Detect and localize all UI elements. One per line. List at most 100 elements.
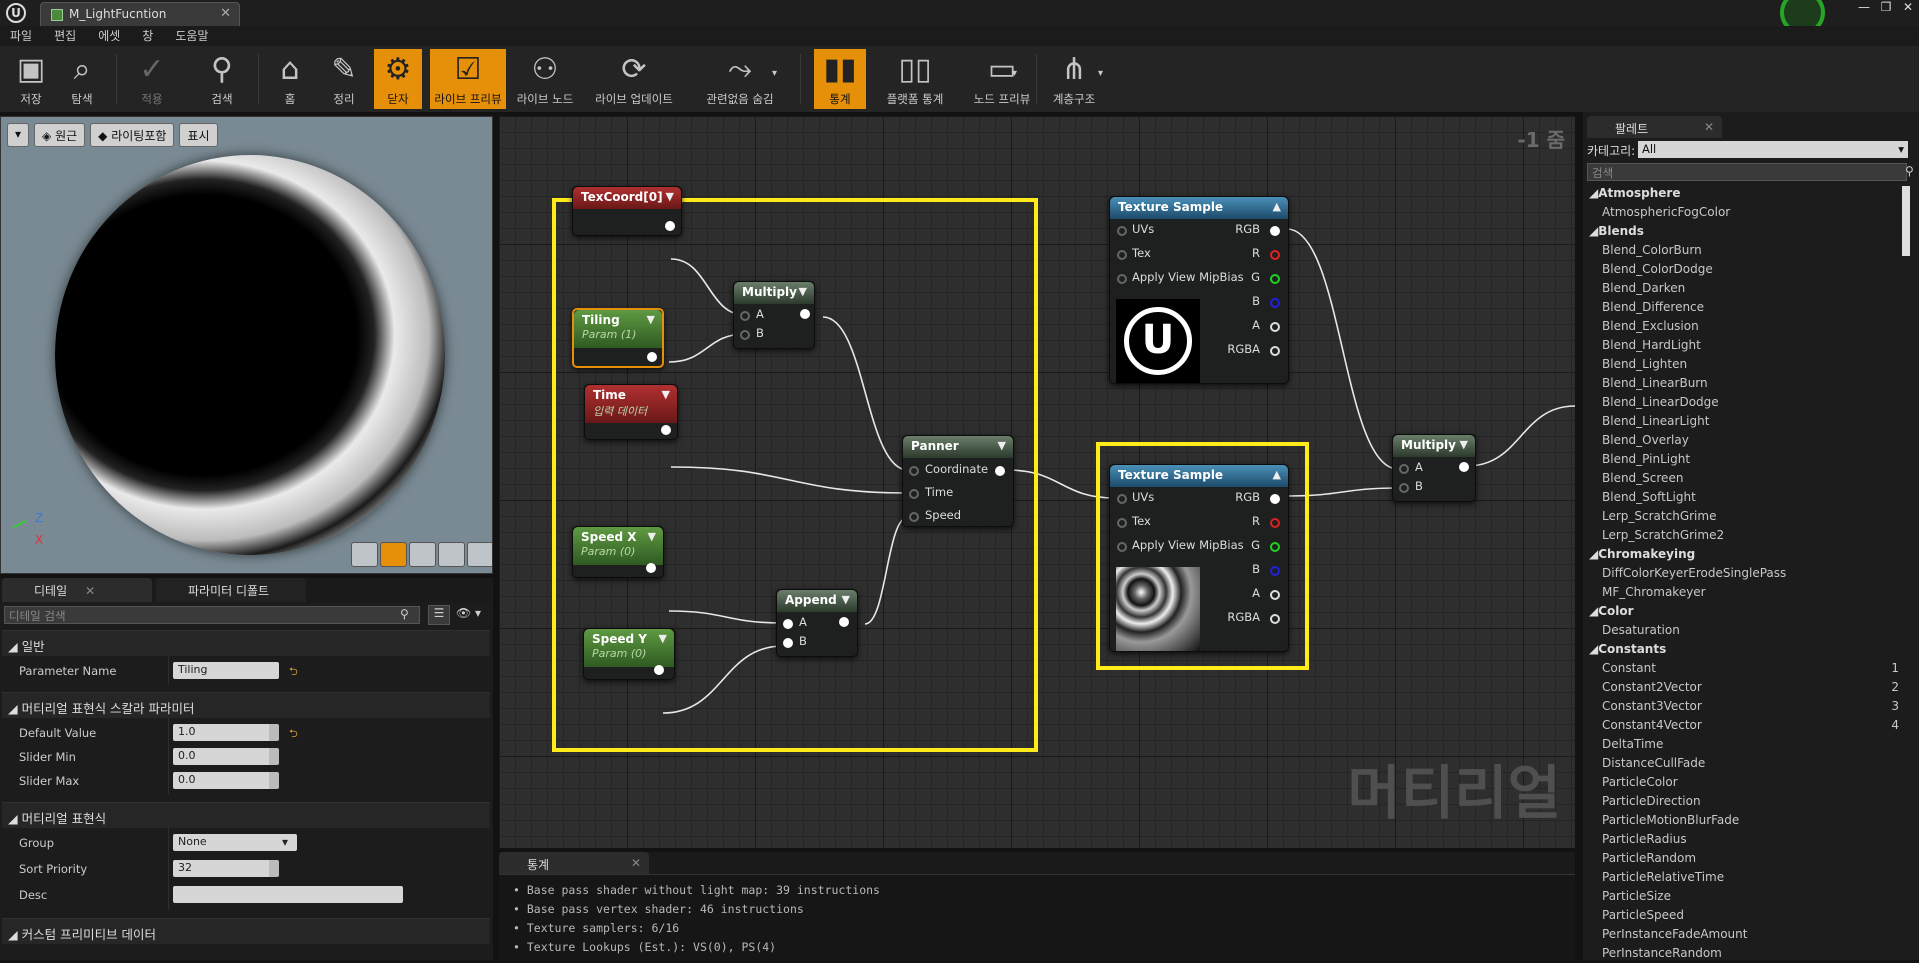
close-tab-icon[interactable]: ✕	[630, 856, 641, 870]
pin[interactable]	[647, 352, 657, 362]
toolbar-home-button[interactable]: ⌂홈	[266, 49, 314, 109]
preview-mesh-button[interactable]	[467, 542, 492, 567]
collapse-icon[interactable]: ▼	[647, 530, 656, 543]
pin[interactable]	[909, 466, 919, 476]
pin[interactable]	[1270, 298, 1280, 308]
property-value-field[interactable]: 0.0	[173, 772, 279, 789]
perspective-button[interactable]: ◈ 원근	[34, 123, 86, 147]
property-value-field[interactable]: None	[173, 834, 297, 851]
toolbar-hide-unrelated-button[interactable]: ⤳관련없음 숨김	[688, 49, 792, 109]
details-search-input[interactable]: 디테일 검색	[4, 606, 420, 624]
minimize-icon[interactable]: —	[1858, 0, 1870, 14]
palette-item[interactable]: Blend_LinearDodge	[1587, 393, 1907, 412]
palette-item[interactable]: Lerp_ScratchGrime2	[1587, 526, 1907, 545]
pin[interactable]	[1270, 566, 1280, 576]
property-value-field[interactable]	[173, 886, 403, 903]
close-tab-icon[interactable]: ✕	[85, 584, 96, 598]
toolbar-clean-button[interactable]: ✎정리	[318, 49, 370, 109]
palette-item[interactable]: AtmosphericFogColor	[1587, 203, 1907, 222]
pin[interactable]	[909, 489, 919, 499]
property-value-field[interactable]: Tiling	[173, 662, 279, 679]
eye-icon[interactable]: 👁 ▾	[456, 606, 482, 620]
close-tab-icon[interactable]: ✕	[1703, 120, 1714, 134]
pin[interactable]	[1270, 494, 1280, 504]
toolbar-platform-stats-button[interactable]: ▯▯플랫폼 통계	[872, 49, 958, 109]
pin[interactable]	[1117, 274, 1127, 284]
menu-item-4[interactable]: 도움말	[175, 29, 209, 43]
collapse-icon[interactable]: ▲	[1272, 200, 1281, 213]
toolbar-stats-button[interactable]: ▮▮통계	[814, 49, 866, 109]
palette-category[interactable]: ◢Constants	[1587, 640, 1907, 659]
show-button[interactable]: 표시	[179, 123, 218, 147]
palette-item[interactable]: PerInstanceRandom	[1587, 944, 1907, 963]
palette-item[interactable]: Lerp_ScratchGrime	[1587, 507, 1907, 526]
palette-item[interactable]: ParticleRadius	[1587, 830, 1907, 849]
menu-item-1[interactable]: 편집	[54, 29, 77, 43]
toolbar-search-button[interactable]: ⚲검색	[194, 49, 250, 109]
palette-category[interactable]: ◢Blends	[1587, 222, 1907, 241]
pin[interactable]	[1117, 226, 1127, 236]
pin[interactable]	[661, 425, 671, 435]
toolbar-save-button[interactable]: ▣저장	[6, 49, 56, 109]
details-section[interactable]: ◢ 머티리얼 표현식 스칼라 파라미터	[2, 692, 490, 718]
collapse-icon[interactable]: ▼	[665, 190, 674, 203]
preview-plane-button[interactable]	[409, 542, 436, 567]
collapse-icon[interactable]: ▼	[798, 285, 807, 298]
palette-item[interactable]: ParticleDirection	[1587, 792, 1907, 811]
palette-item[interactable]: Blend_Darken	[1587, 279, 1907, 298]
viewport-menu-button[interactable]: ▾	[7, 123, 30, 147]
palette-item[interactable]: ParticleRelativeTime	[1587, 868, 1907, 887]
palette-item[interactable]: Blend_SoftLight	[1587, 488, 1907, 507]
palette-item[interactable]: ParticleColor	[1587, 773, 1907, 792]
node-preview-dropdown-icon[interactable]: ▾	[1012, 68, 1018, 79]
pin[interactable]	[1399, 464, 1409, 474]
preview-viewport[interactable]: ▾ ◈ 원근 ◆ 라이팅포함 표시 Z X	[0, 116, 493, 574]
document-tab[interactable]: M_LightFucntion ✕	[40, 2, 240, 26]
close-tab-icon[interactable]: ✕	[220, 6, 231, 21]
palette-scrollbar[interactable]	[1902, 186, 1910, 256]
pin[interactable]	[1399, 483, 1409, 493]
toolbar-connectors-button[interactable]: ⚙닫자	[374, 49, 422, 109]
preview-cube-button[interactable]	[438, 542, 465, 567]
tab-details[interactable]: 디테일✕	[2, 578, 152, 602]
tab-parameter-defaults[interactable]: 파라미터 디폴트✕	[156, 578, 306, 613]
palette-item[interactable]: Blend_ColorDodge	[1587, 260, 1907, 279]
maximize-icon[interactable]: ❐	[1880, 0, 1892, 14]
pin[interactable]	[740, 330, 750, 340]
pin[interactable]	[1270, 614, 1280, 624]
pin[interactable]	[800, 309, 810, 319]
pin[interactable]	[1117, 542, 1127, 552]
details-section[interactable]: ◢ 일반	[2, 630, 490, 656]
palette-item[interactable]: Blend_HardLight	[1587, 336, 1907, 355]
palette-category[interactable]: ◢Color	[1587, 602, 1907, 621]
property-value-field[interactable]: 1.0	[173, 724, 279, 741]
palette-item[interactable]: Blend_Screen	[1587, 469, 1907, 488]
lit-button[interactable]: ◆ 라이팅포함	[90, 123, 175, 147]
collapse-icon[interactable]: ▼	[646, 313, 655, 326]
palette-item[interactable]: Blend_LinearLight	[1587, 412, 1907, 431]
pin[interactable]	[1270, 322, 1280, 332]
pin[interactable]	[995, 466, 1005, 476]
close-window-icon[interactable]: ✕	[1902, 0, 1914, 14]
pin[interactable]	[1270, 346, 1280, 356]
collapse-icon[interactable]: ▲	[1272, 468, 1281, 481]
palette-category[interactable]: ◢Chromakeying	[1587, 545, 1907, 564]
pin[interactable]	[1270, 542, 1280, 552]
toolbar-live-nodes-button[interactable]: ⚇라이브 노드	[510, 49, 580, 109]
palette-item[interactable]: DistanceCullFade	[1587, 754, 1907, 773]
palette-search-input[interactable]: 검색	[1587, 163, 1907, 181]
palette-item[interactable]: Blend_Overlay	[1587, 431, 1907, 450]
toolbar-hierarchy-button[interactable]: ⋔계층구조	[1046, 49, 1102, 109]
collapse-icon[interactable]: ▼	[658, 632, 667, 645]
menu-item-2[interactable]: 에셋	[98, 29, 121, 43]
palette-item[interactable]: Desaturation	[1587, 621, 1907, 640]
palette-item[interactable]: Blend_PinLight	[1587, 450, 1907, 469]
